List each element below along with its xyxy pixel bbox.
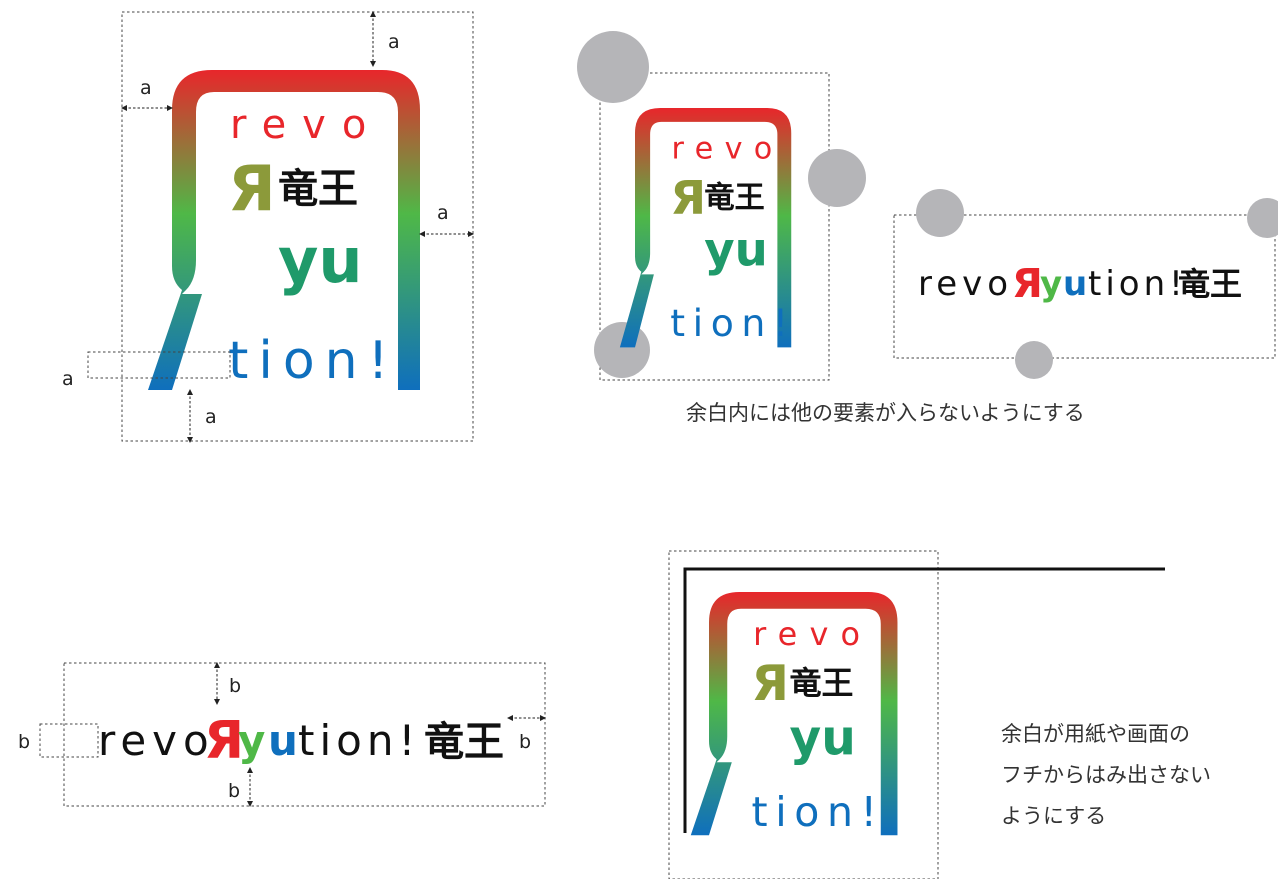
intruding-circle	[577, 31, 649, 103]
paper-edge-line	[683, 567, 1165, 833]
clearspace-rule-note: 余白内には他の要素が入らないようにする	[686, 401, 1085, 425]
hlogo-r: Я	[204, 711, 244, 771]
label-b-bottom: b	[228, 780, 240, 802]
logo-tion-text: tion!	[670, 301, 795, 345]
label-a-tail: a	[62, 368, 74, 390]
hlogo-y: y	[1040, 264, 1062, 304]
hlogo-kanji: 竜王	[1178, 265, 1242, 303]
label-a-bottom: a	[205, 406, 217, 428]
hlogo-tion: tion!	[298, 716, 420, 765]
edge-rule-note-line1: 余白が用紙や画面の	[1001, 722, 1190, 746]
left-offset-box	[39, 723, 99, 758]
clearspace-boundary	[668, 550, 939, 879]
hlogo-revo: revo	[98, 716, 215, 765]
logo-yu-text: yu	[704, 223, 768, 277]
clearspace-boundary	[63, 662, 546, 807]
label-b-left: b	[18, 731, 30, 753]
hlogo-r: Я	[1012, 261, 1043, 307]
logo-tion-text: tion!	[752, 788, 885, 836]
edge-vertical-logo: revo Я 竜王 yu tion!	[690, 592, 898, 836]
edge-rule-note-line3: ようにする	[1001, 804, 1106, 828]
intruding-circle	[808, 149, 866, 207]
logo-kanji-text: 竜王	[704, 181, 764, 216]
logo-ryu-r: Я	[228, 152, 276, 225]
logo-yu-text: yu	[790, 711, 856, 767]
label-b-right: b	[519, 731, 531, 753]
hlogo-u: u	[1063, 264, 1087, 304]
hlogo-y: y	[238, 716, 265, 765]
logo-ryu-r: Я	[670, 171, 706, 225]
panel-intrusion-examples: revo Я 竜王 yu tion! revo Я y u tion! 竜王 余…	[577, 31, 1278, 425]
vertical-logo: revo Я 竜王 yu tion!	[148, 70, 420, 391]
vertical-clearspace-boundary	[599, 72, 830, 381]
logo-tion-text: tion!	[228, 331, 398, 391]
label-b-top: b	[229, 675, 241, 697]
horizontal-logo-small: revo Я y u tion! 竜王	[918, 261, 1242, 307]
small-vertical-logo: revo Я 竜王 yu tion!	[619, 108, 795, 348]
hlogo-u: u	[268, 716, 298, 765]
logo-kanji-text: 竜王	[790, 664, 854, 702]
logo-revo-text: revo	[230, 102, 382, 148]
panel-vertical-clearspace: revo Я 竜王 yu tion! a a a a a	[62, 11, 474, 443]
hlogo-tion: tion!	[1088, 264, 1187, 304]
edge-rule-note-line2: フチからはみ出さない	[1001, 763, 1211, 787]
hlogo-kanji: 竜王	[424, 719, 504, 765]
intruding-circle	[1015, 341, 1053, 379]
logo-ryu-r: Я	[752, 656, 789, 712]
label-a-left: a	[140, 77, 152, 99]
intruding-circle	[1247, 198, 1278, 238]
label-a-top: a	[388, 31, 400, 53]
logo-revo-text: revo	[753, 615, 872, 653]
horizontal-clearspace-boundary	[893, 214, 1276, 359]
panel-edge-example: revo Я 竜王 yu tion! 余白が用紙や画面の フチからはみ出さない …	[668, 550, 1211, 879]
panel-horizontal-clearspace: revo Я y u tion! 竜王 b b b b	[18, 662, 546, 807]
logo-yu-text: yu	[278, 224, 363, 297]
hlogo-revo: revo	[918, 264, 1013, 304]
clearspace-boundary	[121, 11, 474, 442]
intruding-circle	[594, 322, 650, 378]
intruding-circle	[916, 189, 964, 237]
label-a-right: a	[437, 202, 449, 224]
logo-kanji-text: 竜王	[278, 166, 358, 212]
logo-revo-text: revo	[672, 131, 784, 166]
tail-offset-box	[87, 351, 231, 379]
horizontal-logo-large: revo Я y u tion! 竜王	[98, 711, 504, 771]
